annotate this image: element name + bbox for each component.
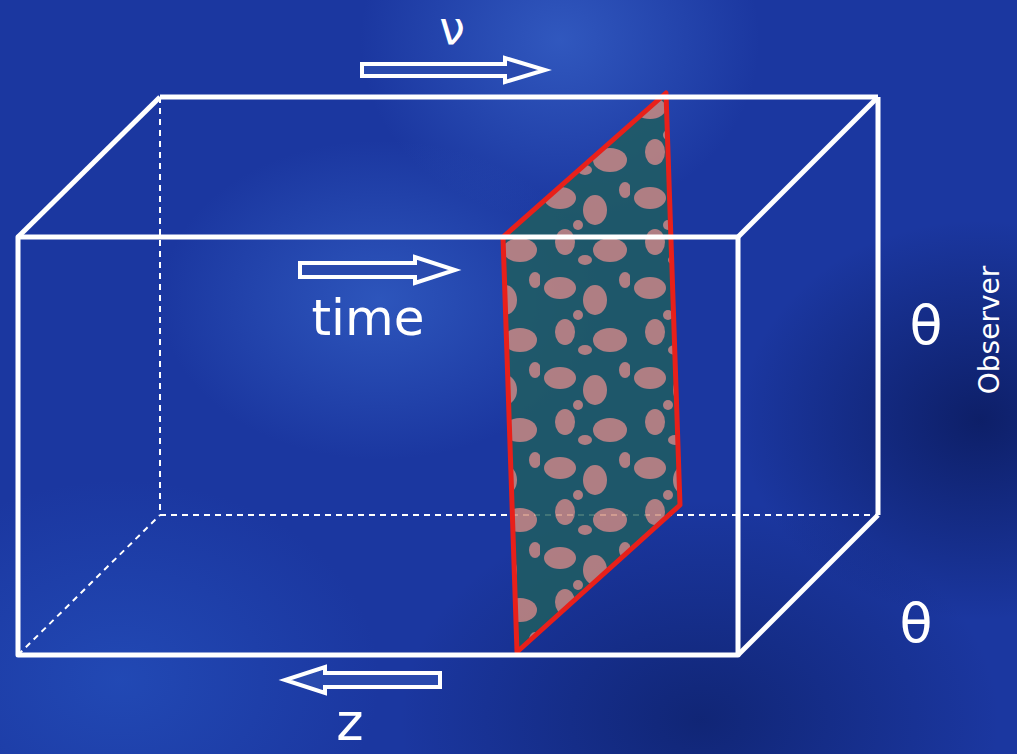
angle-label: θ (899, 597, 932, 651)
time-arrow (300, 257, 455, 283)
redshift-label: z (336, 696, 363, 748)
frequency-arrow (362, 58, 545, 82)
observer-label: Observer (976, 266, 1004, 394)
slice-outline (503, 93, 680, 652)
z-arrow (285, 667, 440, 693)
frequency-label: ν (439, 5, 465, 51)
angle-label: θ (909, 299, 942, 353)
time-label: time (312, 293, 425, 343)
ionization-slice (503, 93, 680, 652)
cube-edge (18, 97, 878, 655)
hidden-edge (18, 97, 878, 655)
